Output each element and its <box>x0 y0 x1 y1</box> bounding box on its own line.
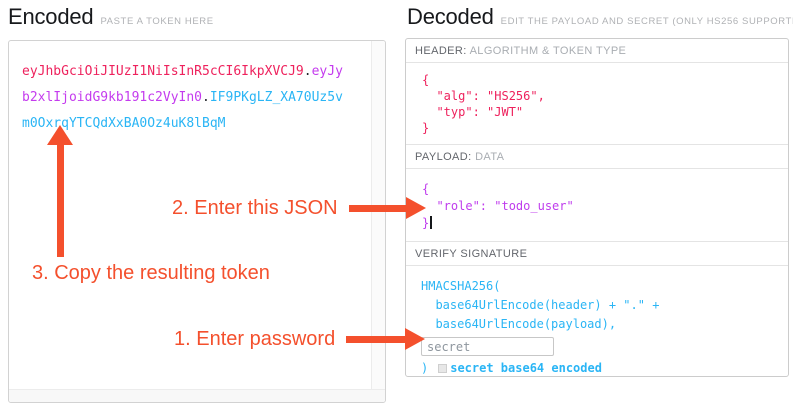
decoded-subtitle: EDIT THE PAYLOAD AND SECRET (ONLY HS256 … <box>500 16 793 27</box>
token-separator-dot: . <box>202 90 210 105</box>
payload-json-close-brace: } <box>422 216 430 230</box>
vertical-scrollbar[interactable] <box>371 41 385 390</box>
header-section-bar: HEADER: ALGORITHM & TOKEN TYPE <box>406 39 788 63</box>
payload-json-line: } <box>422 215 788 232</box>
decoded-panel: HEADER: ALGORITHM & TOKEN TYPE { "alg": … <box>405 38 789 377</box>
token-separator-dot: . <box>303 64 312 79</box>
header-section-sublabel: ALGORITHM & TOKEN TYPE <box>469 45 627 57</box>
close-paren: ) <box>421 361 429 375</box>
payload-json-line: { <box>422 182 430 196</box>
annotation-step2: 2. Enter this JSON <box>172 197 338 219</box>
token-textarea[interactable]: eyJhbGciOiJIUzI1NiIsInR5cCI6IkpXVCJ9.eyJ… <box>8 40 386 403</box>
hmac-code-line: HMACSHA256( <box>421 279 501 293</box>
annotation-step3: 3. Copy the resulting token <box>32 262 270 284</box>
verify-signature-label: VERIFY SIGNATURE <box>415 248 528 260</box>
base64-payload-code-line: base64UrlEncode(payload), <box>421 317 617 331</box>
base64-encoded-checkbox-label: secret base64 encoded <box>450 361 602 375</box>
header-json-line: "alg": "HS256", <box>422 89 545 103</box>
payload-section-label: PAYLOAD: <box>415 151 472 163</box>
encoded-title: Encoded <box>8 4 94 29</box>
header-json-line: } <box>422 121 430 135</box>
right-arrow-icon <box>405 328 425 350</box>
right-arrow-shaft <box>346 336 405 343</box>
header-json-line: { <box>422 73 430 87</box>
up-arrow-icon <box>47 125 73 145</box>
header-json-line: "typ": "JWT" <box>422 105 524 119</box>
signature-close-line: ) secret base64 encoded <box>421 360 788 376</box>
right-arrow-shaft <box>349 205 406 212</box>
base64-header-code-line: base64UrlEncode(header) + "." + <box>421 298 660 312</box>
text-cursor <box>430 216 433 229</box>
token-payload-part: eyJyb2xlIjoidG9kb191c2VyIn0 <box>22 64 343 105</box>
verify-signature-section-bar: VERIFY SIGNATURE <box>406 242 788 266</box>
right-arrow-icon <box>406 197 426 219</box>
encoded-heading: Encoded PASTE A TOKEN HERE <box>8 4 214 30</box>
header-json-editor[interactable]: { "alg": "HS256", "typ": "JWT" } <box>406 63 788 145</box>
horizontal-scrollbar[interactable] <box>9 389 385 402</box>
header-section-label: HEADER: <box>415 45 467 57</box>
payload-json-line: "role": "todo_user" <box>422 199 574 213</box>
payload-section-sublabel: DATA <box>475 151 505 163</box>
token-header-part: eyJhbGciOiJIUzI1NiIsInR5cCI6IkpXVCJ9 <box>22 64 304 79</box>
payload-json-editor[interactable]: { "role": "todo_user" } <box>406 169 788 242</box>
decoded-title: Decoded <box>407 4 494 29</box>
up-arrow-shaft <box>57 144 64 257</box>
base64-encoded-checkbox[interactable] <box>438 364 448 373</box>
secret-input[interactable] <box>421 337 554 356</box>
payload-section-bar: PAYLOAD: DATA <box>406 145 788 169</box>
signature-editor: HMACSHA256( base64UrlEncode(header) + ".… <box>406 266 788 376</box>
encoded-subtitle: PASTE A TOKEN HERE <box>100 16 214 27</box>
decoded-heading: Decoded EDIT THE PAYLOAD AND SECRET (ONL… <box>407 4 793 30</box>
annotation-step1: 1. Enter password <box>174 328 336 350</box>
